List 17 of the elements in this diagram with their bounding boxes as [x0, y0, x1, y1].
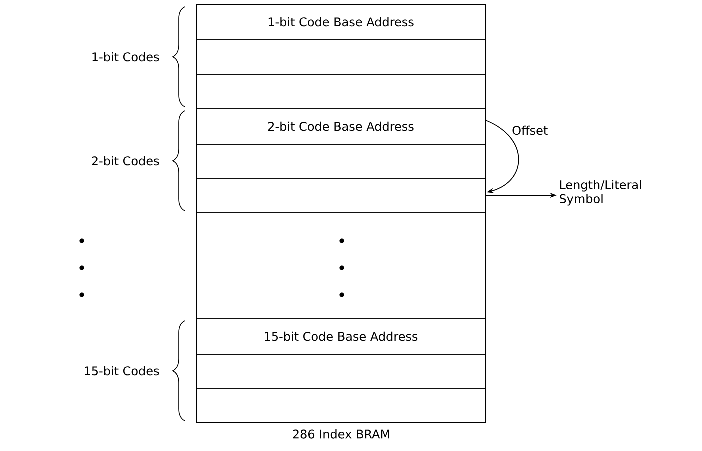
node-label: 286 Index BRAM — [293, 430, 390, 439]
memory-row: 1-bit Code Base Address — [196, 4, 486, 40]
memory-row — [196, 144, 486, 179]
memory-row — [196, 212, 486, 319]
group-label: 1-bit Codes — [92, 52, 160, 62]
group-label: 2-bit Codes — [92, 156, 160, 166]
memory-row: 2-bit Code Base Address — [196, 108, 486, 145]
memory-row — [196, 74, 486, 109]
arrow — [485, 120, 520, 194]
memory-row — [196, 388, 486, 423]
edge-label: Offset — [512, 126, 548, 136]
group-label: 15-bit Codes — [85, 366, 160, 376]
memory-row — [196, 178, 486, 213]
memory-row: 15-bit Code Base Address — [196, 318, 486, 355]
output-label: Length/Literal Symbol — [560, 180, 642, 206]
memory-row — [196, 39, 486, 75]
memory-row — [196, 354, 486, 389]
